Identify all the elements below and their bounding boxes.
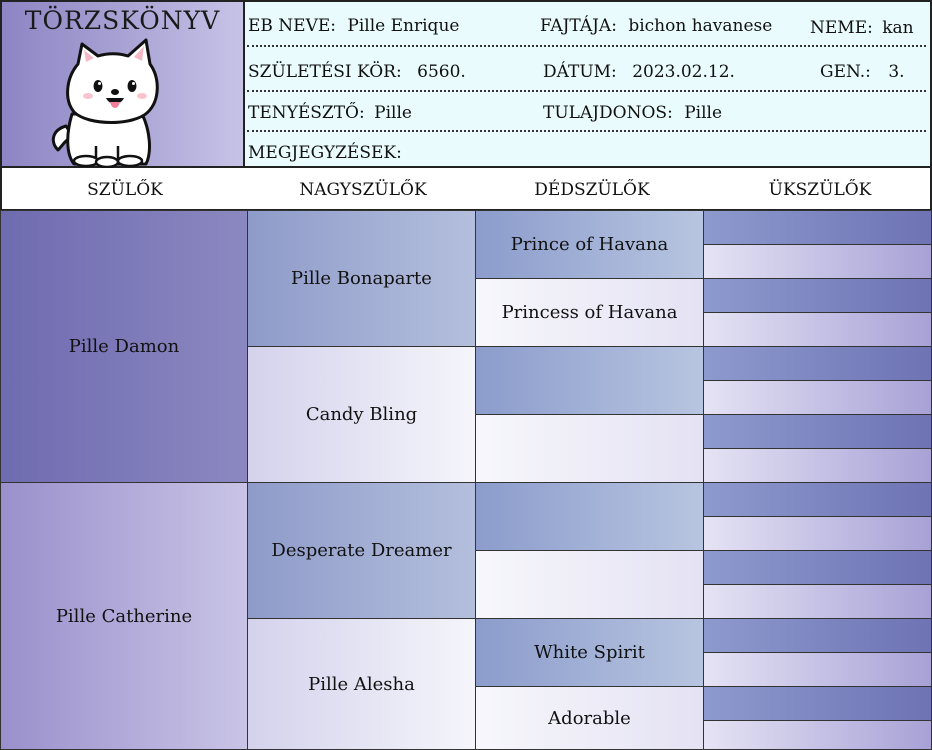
ggg-cell-12: [703, 584, 932, 619]
ggg-cell-8: [703, 448, 932, 483]
document-title: TÖRZSKÖNYV: [24, 6, 221, 35]
sex-value: kan: [882, 18, 914, 38]
logo-box: TÖRZSKÖNYV: [0, 0, 245, 168]
breed-label: FAJTÁJA:: [540, 16, 617, 36]
parent-dam: Pille Catherine: [0, 482, 248, 750]
sex-field: NEME: kan: [810, 18, 914, 38]
date-label: DÁTUM:: [543, 62, 617, 82]
great-grandparent-3: [475, 346, 704, 415]
grandparent-3: Desperate Dreamer: [247, 482, 476, 619]
great-grandparent-2: Princess of Havana: [475, 278, 704, 347]
ggg-cell-9: [703, 482, 932, 517]
date-field: DÁTUM: 2023.02.12.: [543, 62, 735, 82]
ggg-cell-3: [703, 278, 932, 313]
white-puppy-icon: [51, 38, 159, 168]
great-grandparent-1: Prince of Havana: [475, 210, 704, 279]
ggg-cell-6: [703, 380, 932, 415]
grandparent-2: Candy Bling: [247, 346, 476, 483]
ggg-cell-2: [703, 244, 932, 279]
dog-name-value: Pille Enrique: [347, 16, 460, 36]
info-panel: EB NEVE: Pille Enrique FAJTÁJA: bichon h…: [245, 0, 932, 168]
ggg-cell-1: [703, 210, 932, 245]
column-header-great-great-grandparents: ÜKSZÜLŐK: [768, 180, 872, 200]
notes-label: MEGJEGYZÉSEK:: [248, 143, 402, 163]
owner-label: TULAJDONOS:: [543, 103, 673, 123]
ggg-cell-5: [703, 346, 932, 381]
great-grandparent-6: [475, 550, 704, 619]
ggg-cell-13: [703, 618, 932, 653]
parent-sire: Pille Damon: [0, 210, 248, 483]
owner-field: TULAJDONOS: Pille: [543, 103, 722, 123]
great-grandparent-5: [475, 482, 704, 551]
column-header-great-grandparents: DÉDSZÜLŐK: [534, 180, 650, 200]
column-headers: SZÜLŐK NAGYSZÜLŐK DÉDSZÜLŐK ÜKSZÜLŐK: [0, 168, 932, 211]
ggg-cell-11: [703, 550, 932, 585]
column-header-grandparents: NAGYSZÜLŐK: [299, 180, 427, 200]
sex-label: NEME:: [810, 18, 873, 38]
litter-field: SZÜLETÉSI KÖR: 6560.: [248, 62, 466, 82]
great-grandparent-7: White Spirit: [475, 618, 704, 687]
dog-name-label: EB NEVE:: [248, 16, 337, 36]
breed-value: bichon havanese: [628, 16, 773, 36]
ggg-cell-4: [703, 312, 932, 347]
litter-label: SZÜLETÉSI KÖR:: [248, 62, 402, 82]
column-header-parents: SZÜLŐK: [87, 180, 163, 200]
owner-value: Pille: [684, 103, 723, 123]
breed-field: FAJTÁJA: bichon havanese: [540, 16, 772, 36]
ggg-cell-16: [703, 720, 932, 750]
ggg-cell-15: [703, 686, 932, 721]
great-grandparent-8: Adorable: [475, 686, 704, 750]
litter-value: 6560.: [417, 62, 466, 82]
gen-value: 3.: [888, 62, 905, 82]
great-grandparent-4: [475, 414, 704, 483]
gen-field: GEN.: 3.: [820, 62, 905, 82]
grandparent-1: Pille Bonaparte: [247, 210, 476, 347]
breeder-value: Pille: [374, 103, 412, 123]
dog-name-field: EB NEVE: Pille Enrique: [248, 16, 459, 36]
date-value: 2023.02.12.: [632, 62, 735, 82]
breeder-label: TENYÉSZTŐ:: [248, 103, 365, 123]
ggg-cell-10: [703, 516, 932, 551]
gen-label: GEN.:: [820, 62, 871, 82]
ggg-cell-14: [703, 652, 932, 687]
ggg-cell-7: [703, 414, 932, 449]
breeder-field: TENYÉSZTŐ: Pille: [248, 103, 412, 123]
grandparent-4: Pille Alesha: [247, 618, 476, 750]
notes-field: MEGJEGYZÉSEK:: [248, 143, 402, 163]
